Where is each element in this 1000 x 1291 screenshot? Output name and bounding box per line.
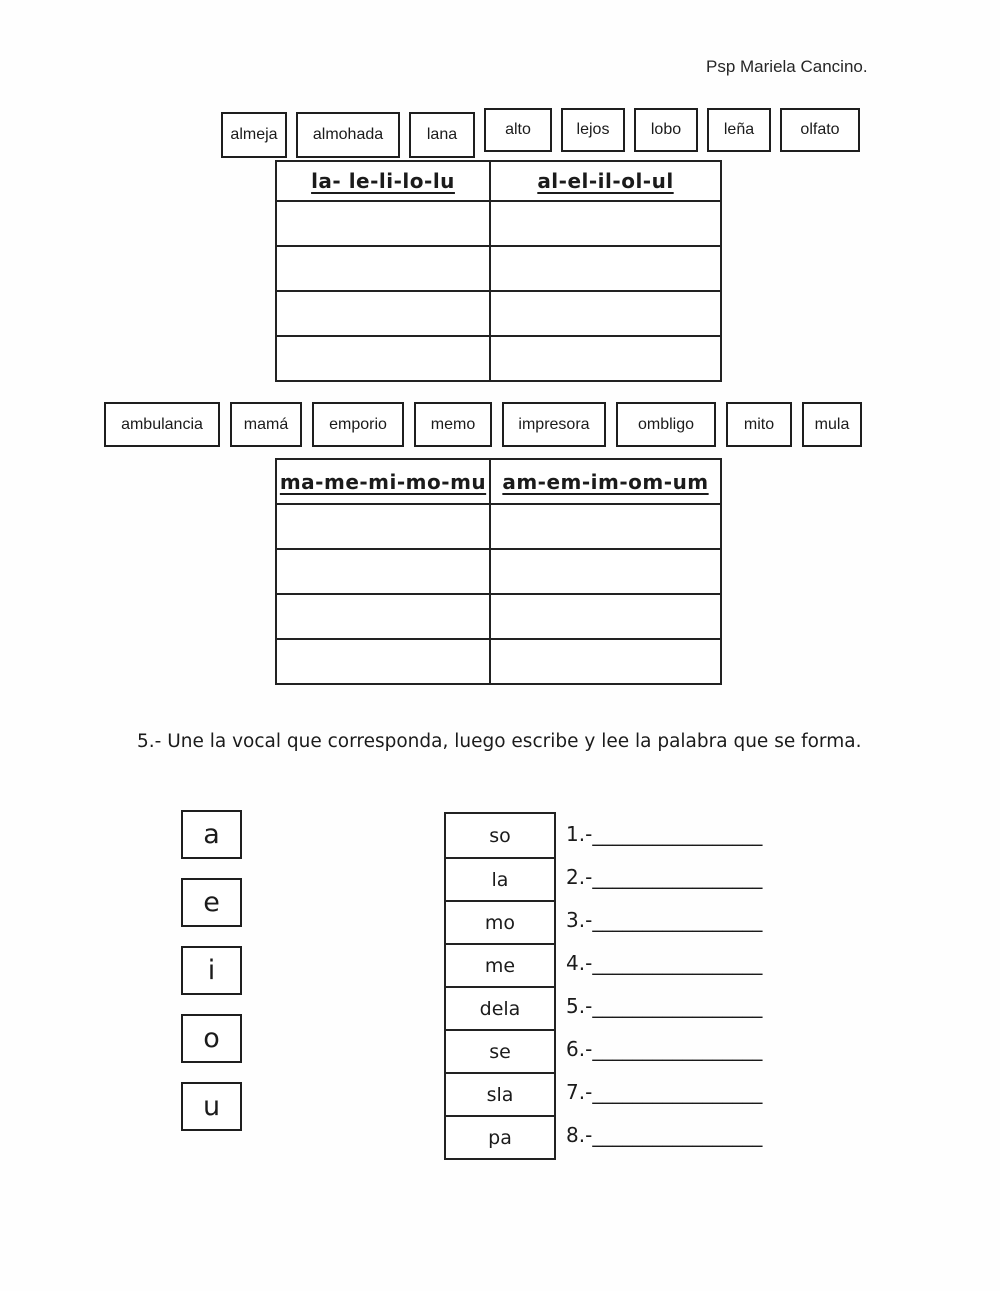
answer-row: 6.-_________________ <box>566 1027 762 1070</box>
syllable-cell[interactable]: so <box>489 824 511 847</box>
vowel-box[interactable]: e <box>181 878 242 927</box>
empty-cell[interactable] <box>491 595 720 638</box>
table-row <box>277 290 720 335</box>
table-row <box>277 503 720 548</box>
column-header-label: al-el-il-ol-ul <box>537 169 674 193</box>
answer-row: 4.-_________________ <box>566 941 762 984</box>
empty-cell[interactable] <box>491 202 720 245</box>
answer-number: 7.- <box>566 1079 593 1104</box>
empty-cell[interactable] <box>491 292 720 335</box>
table-row <box>277 335 720 380</box>
word-chip[interactable]: olfato <box>780 108 860 152</box>
table-row <box>277 548 720 593</box>
word-chip[interactable]: ambulancia <box>104 402 220 447</box>
word-chip[interactable]: mamá <box>230 402 302 447</box>
answer-number: 3.- <box>566 907 593 932</box>
word-chip[interactable]: emporio <box>312 402 404 447</box>
syllable-cell[interactable]: mo <box>446 900 554 943</box>
syllable-cell[interactable]: sla <box>446 1072 554 1115</box>
word-chip[interactable]: leña <box>707 108 771 152</box>
answer-blank[interactable]: _________________ <box>592 1036 763 1061</box>
empty-cell[interactable] <box>277 202 491 245</box>
answer-row: 3.-_________________ <box>566 898 762 941</box>
answer-blank[interactable]: _________________ <box>592 864 763 889</box>
column-header: am-em-im-om-um <box>491 460 720 503</box>
answer-number: 8.- <box>566 1122 593 1147</box>
sort-table-m: ma-me-mi-mo-mu am-em-im-om-um <box>275 458 722 685</box>
empty-cell[interactable] <box>277 337 491 380</box>
author-line: Psp Mariela Cancino. <box>706 57 868 76</box>
answer-row: 8.-_________________ <box>566 1113 762 1156</box>
column-header: ma-me-mi-mo-mu <box>277 460 491 503</box>
table-header-row: la- le-li-lo-lu al-el-il-ol-ul <box>277 162 720 200</box>
word-chip[interactable]: memo <box>414 402 492 447</box>
exercise-5-instruction: 5.- Une la vocal que corresponda, luego … <box>137 731 862 752</box>
answer-number: 5.- <box>566 993 593 1018</box>
answer-row: 2.-_________________ <box>566 855 762 898</box>
table-header-row: ma-me-mi-mo-mu am-em-im-om-um <box>277 460 720 503</box>
answer-number: 2.- <box>566 864 593 889</box>
syllable-cell[interactable]: la <box>446 857 554 900</box>
vowel-column: a e i o u <box>181 810 242 1150</box>
vowel-box[interactable]: u <box>181 1082 242 1131</box>
empty-cell[interactable] <box>277 640 491 683</box>
syllable-cell[interactable]: se <box>446 1029 554 1072</box>
answer-blank[interactable]: _________________ <box>592 1079 763 1104</box>
answer-blank[interactable]: _________________ <box>592 1122 763 1147</box>
word-chip[interactable]: alto <box>484 108 552 152</box>
table-row <box>277 200 720 245</box>
table-row <box>277 245 720 290</box>
empty-cell[interactable] <box>277 247 491 290</box>
word-chip[interactable]: almohada <box>296 112 400 158</box>
word-chip[interactable]: impresora <box>502 402 606 447</box>
answer-number: 1.- <box>566 821 593 846</box>
syllable-cell[interactable]: dela <box>446 986 554 1029</box>
column-header-label: la- le-li-lo-lu <box>311 169 455 193</box>
answer-blank[interactable]: _________________ <box>592 993 763 1018</box>
answer-row: 1.-_________________ <box>566 812 762 855</box>
column-header: la- le-li-lo-lu <box>277 162 491 200</box>
empty-cell[interactable] <box>491 337 720 380</box>
word-chip[interactable]: lejos <box>561 108 625 152</box>
word-chip[interactable]: lobo <box>634 108 698 152</box>
vowel-box[interactable]: o <box>181 1014 242 1063</box>
answer-row: 5.-_________________ <box>566 984 762 1027</box>
word-row-m: ambulancia mamá emporio memo impresora o… <box>104 402 862 447</box>
vowel-box[interactable]: a <box>181 810 242 859</box>
table-row <box>277 593 720 638</box>
answer-number: 6.- <box>566 1036 593 1061</box>
empty-cell[interactable] <box>491 550 720 593</box>
syllable-cell[interactable]: me <box>446 943 554 986</box>
empty-cell[interactable] <box>277 595 491 638</box>
column-header: al-el-il-ol-ul <box>491 162 720 200</box>
sort-table-l: la- le-li-lo-lu al-el-il-ol-ul <box>275 160 722 382</box>
empty-cell[interactable] <box>491 247 720 290</box>
syllable-cell[interactable]: pa <box>446 1115 554 1158</box>
empty-cell[interactable] <box>491 505 720 548</box>
answer-row: 7.-_________________ <box>566 1070 762 1113</box>
table-row <box>277 638 720 683</box>
column-header-label: am-em-im-om-um <box>502 469 709 494</box>
empty-cell[interactable] <box>491 640 720 683</box>
word-row-l: almeja almohada lana alto lejos lobo leñ… <box>221 108 860 158</box>
word-chip[interactable]: ombligo <box>616 402 716 447</box>
empty-cell[interactable] <box>277 505 491 548</box>
answer-number: 4.- <box>566 950 593 975</box>
answer-blank[interactable]: _________________ <box>592 950 763 975</box>
word-chip[interactable]: lana <box>409 112 475 158</box>
answer-lines: 1.-_________________ 2.-________________… <box>566 812 762 1156</box>
syllable-table: so la mo me dela se sla pa <box>444 812 556 1160</box>
answer-blank[interactable]: _________________ <box>592 821 763 846</box>
column-header-label: ma-me-mi-mo-mu <box>279 469 487 494</box>
answer-blank[interactable]: _________________ <box>592 907 763 932</box>
word-chip[interactable]: mito <box>726 402 792 447</box>
word-chip[interactable]: almeja <box>221 112 287 158</box>
word-chip[interactable]: mula <box>802 402 862 447</box>
vowel-box[interactable]: i <box>181 946 242 995</box>
empty-cell[interactable] <box>277 550 491 593</box>
empty-cell[interactable] <box>277 292 491 335</box>
